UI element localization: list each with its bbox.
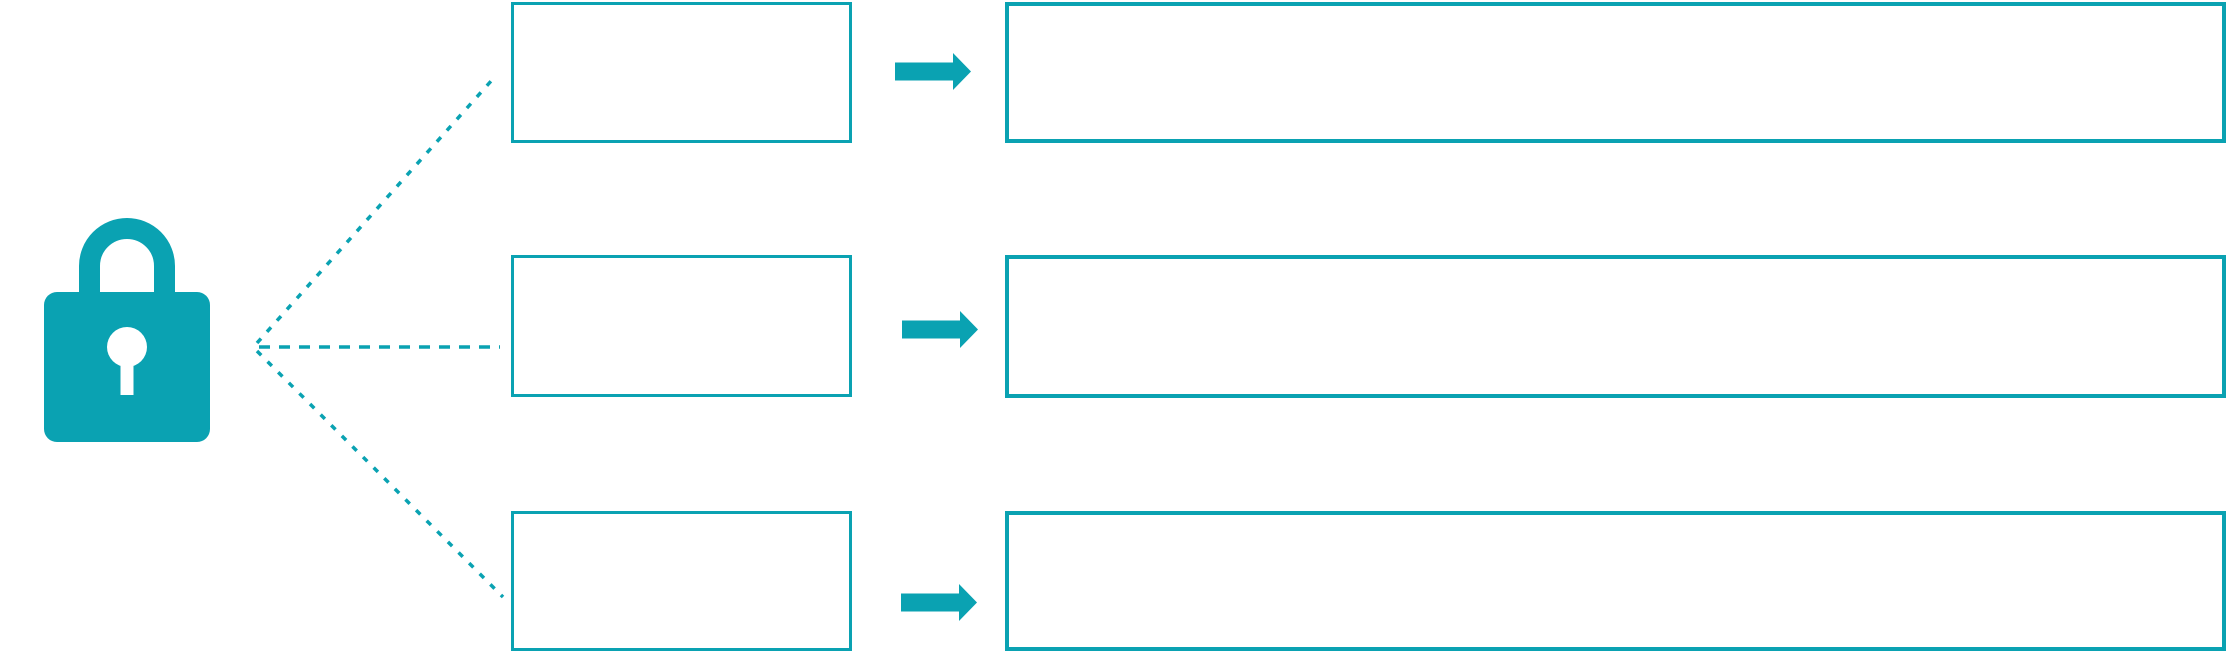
right-arrow-shape xyxy=(895,53,971,90)
keyhole-icon xyxy=(107,327,147,367)
target-box-2 xyxy=(1005,255,2226,398)
source-box-1 xyxy=(511,2,852,143)
padlock-icon xyxy=(44,218,210,442)
source-box-3 xyxy=(511,511,852,651)
target-box-3 xyxy=(1005,511,2226,651)
right-arrow-icon xyxy=(895,53,971,90)
right-arrow-shape xyxy=(902,311,978,348)
dotted-connector-bottom xyxy=(255,349,505,599)
keyhole-stem xyxy=(120,350,134,395)
padlock-connector-graphic xyxy=(44,78,505,599)
right-arrow-icon xyxy=(902,311,978,348)
dotted-connector-top xyxy=(255,78,494,345)
padlock-shackle xyxy=(79,218,175,300)
source-box-2 xyxy=(511,255,852,397)
right-arrow-icon xyxy=(901,584,977,621)
right-arrow-shape xyxy=(901,584,977,621)
target-box-1 xyxy=(1005,2,2226,143)
dotted-connectors xyxy=(255,78,505,599)
